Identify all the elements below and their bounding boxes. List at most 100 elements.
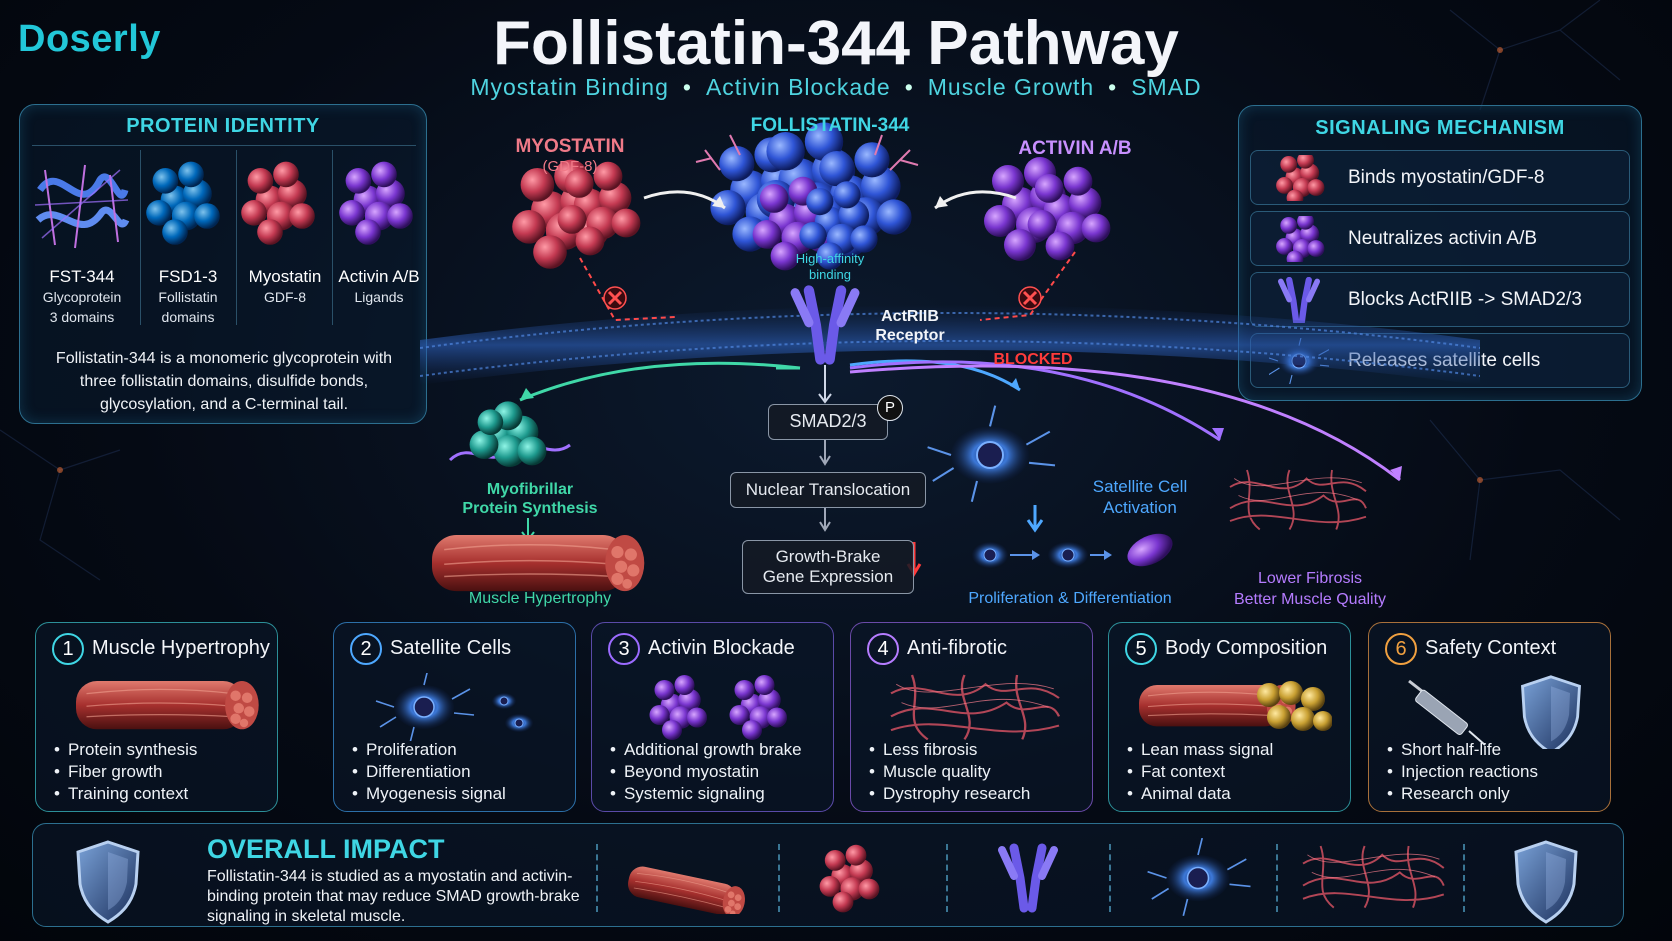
fst344-icon [34, 164, 130, 249]
muscle-hypertrophy-label: Muscle Hypertrophy [468, 590, 612, 607]
brand-logo: Doserly [18, 18, 161, 60]
protein-item-desc: Ligands [354, 289, 404, 305]
myofibrillar-label: Myofibrillar Protein Synthesis [440, 480, 620, 518]
protein-identity-panel: PROTEIN IDENTITY Follistatin-344 is a mo… [19, 104, 427, 424]
protein-item-desc: Follistatin [158, 289, 218, 305]
signaling-row-text: Neutralizes activin A/B [1348, 228, 1538, 249]
follistatin-label: FOLLISTATIN-344 [750, 115, 910, 136]
protein-item-desc: Glycoprotein [42, 289, 122, 305]
phosphate-badge: P [877, 395, 903, 421]
flow-arrow [849, 359, 1021, 392]
card-list-item: Myogenesis signal [352, 783, 506, 805]
proliferation-cells-icon [972, 533, 1173, 568]
activin-icon [339, 161, 413, 245]
card-list-item: Short half-life [1387, 739, 1538, 761]
overall-impact-text: Follistatin-344 is studied as a myostati… [207, 868, 580, 925]
blocked-x-icon [603, 286, 627, 310]
protein-item-activin: Activin A/B Ligands [330, 263, 428, 307]
cell-membrane [420, 305, 1480, 385]
fsd1-3-icon [146, 161, 220, 245]
card-number: 4 [867, 633, 899, 665]
card-list: Protein synthesis Fiber growth Training … [54, 739, 197, 805]
muscle-bundle-icon [431, 534, 646, 592]
subtitle-item: Myostatin Binding [470, 74, 669, 100]
protein-item-desc: GDF-8 [264, 289, 306, 305]
binding-line: binding [809, 267, 851, 282]
protein-item-name: Activin A/B [338, 267, 420, 286]
card-list-item: Fiber growth [54, 761, 197, 783]
fibrosis-label: Lower Fibrosis Better Muscle Quality [1215, 568, 1405, 610]
card-list-item: Animal data [1127, 783, 1273, 805]
divider [778, 844, 780, 912]
card-list-item: Proliferation [352, 739, 506, 761]
myostatin-icon [241, 161, 315, 245]
muscle-bundle-icon [75, 680, 259, 730]
protein-item-fst344: FST-344 Glycoprotein 3 domains [33, 263, 131, 327]
subtitle-item: Muscle Growth [927, 74, 1095, 100]
myostatin-icon [819, 844, 880, 913]
divider [1463, 844, 1465, 912]
blocked-line [579, 257, 676, 322]
description-line: glycosylation, and a C-terminal tail. [99, 396, 349, 413]
protein-item-myostatin: Myostatin GDF-8 [236, 263, 334, 307]
subtitle-item: SMAD [1131, 74, 1202, 100]
divider [332, 150, 333, 325]
shield-icon [1514, 840, 1578, 924]
divider [236, 150, 237, 325]
divider [32, 145, 416, 146]
fibrosis-network-icon [889, 673, 1061, 741]
overall-impact-title: OVERALL IMPACT [207, 834, 445, 864]
protein-item-name: FSD1-3 [158, 267, 218, 286]
protein-item-fsd1-3: FSD1-3 Follistatin domains [139, 263, 237, 327]
card-list-item: Additional growth brake [610, 739, 802, 761]
card-list-item: Beyond myostatin [610, 761, 802, 783]
binding-line: High-affinity [795, 251, 865, 266]
card-title: Activin Blockade [648, 637, 795, 659]
signaling-mechanism-title: SIGNALING MECHANISM [1315, 117, 1565, 139]
fat-cells-icon [1257, 681, 1332, 731]
card-list: Short half-life Injection reactions Rese… [1387, 739, 1538, 805]
subtitle-item: Activin Blockade [705, 74, 891, 100]
divider [1276, 844, 1278, 912]
card-number: 2 [350, 633, 382, 665]
flow-arrow [519, 361, 801, 402]
muscle-bundle-icon [628, 863, 749, 914]
card-list-item: Lean mass signal [1127, 739, 1273, 761]
satellite-line: Activation [1103, 498, 1177, 517]
dot-separator-icon: • [904, 74, 914, 100]
flow-arrow [849, 360, 1221, 442]
dot-separator-icon: • [1108, 74, 1118, 100]
card-title: Muscle Hypertrophy [92, 637, 270, 659]
card-title: Body Composition [1165, 637, 1328, 659]
card-list: Proliferation Differentiation Myogenesis… [352, 739, 506, 805]
dot-separator-icon: • [682, 74, 692, 100]
card-list-item: Fat context [1127, 761, 1273, 783]
satellite-cell-icon [1146, 838, 1252, 917]
card-safety-context: 6 Safety Context Short half-life Injecti… [1368, 622, 1611, 812]
activin-icon [649, 675, 787, 740]
proliferation-label: Proliferation & Differentiation [968, 590, 1172, 607]
blocked-line [979, 251, 1076, 321]
fibrosis-line: Lower Fibrosis [1257, 570, 1363, 587]
card-number: 3 [608, 633, 640, 665]
card-list-item: Differentiation [352, 761, 506, 783]
satellite-cell-icon [375, 673, 533, 741]
card-list-item: Systemic signaling [610, 783, 802, 805]
signaling-row: Neutralizes activin A/B [1250, 211, 1630, 266]
card-body-composition: 5 Body Composition Lean mass signal Fat … [1108, 622, 1351, 812]
shield-icon [76, 840, 140, 924]
card-list: Additional growth brake Beyond myostatin… [610, 739, 802, 805]
page-title: Follistatin-344 Pathway [493, 9, 1179, 78]
card-list-item: Research only [1387, 783, 1538, 805]
binding-label: High-affinity binding [770, 251, 890, 283]
protein-item-desc: domains [161, 309, 215, 325]
divider [1109, 844, 1111, 912]
signaling-row: Blocks ActRIIB -> SMAD2/3 [1250, 272, 1630, 327]
growth-brake-box: Growth-Brake Gene Expression [742, 540, 914, 594]
fibrosis-line: Better Muscle Quality [1233, 591, 1387, 608]
card-list-item: Muscle quality [869, 761, 1030, 783]
card-list-item: Training context [54, 783, 197, 805]
card-muscle-hypertrophy: 1 Muscle Hypertrophy Protein synthesis F… [35, 622, 278, 812]
card-title: Satellite Cells [390, 637, 512, 659]
